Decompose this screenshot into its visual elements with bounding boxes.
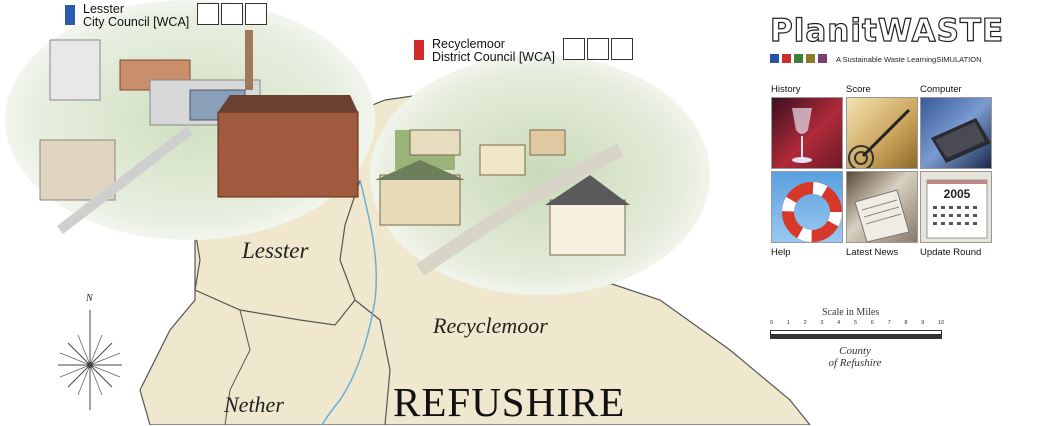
score-box	[197, 3, 220, 25]
place-recyclemoor: Recyclemoor	[433, 313, 548, 338]
council-label: Recyclemoor District Council [WCA]	[432, 38, 555, 64]
planitwaste-logo: PlanitWASTE A Sustainable Waste Learning…	[769, 13, 1005, 68]
county-caption-line1: County	[839, 345, 871, 357]
score-box	[245, 3, 268, 25]
help-label: Help	[771, 247, 791, 258]
logo-square	[782, 54, 791, 63]
council-name-line2: City Council [WCA]	[83, 15, 190, 29]
council-label: Lesster City Council [WCA]	[83, 3, 189, 29]
logo-square	[794, 54, 803, 63]
scale-tick-label: 3	[820, 320, 824, 326]
lifebuoy-icon	[782, 182, 842, 242]
score-box	[562, 38, 585, 60]
council-name-line1: Lesster	[83, 2, 124, 16]
scale-bar: 0 1 2 3 4 5 6 7 8 9 10	[770, 320, 945, 339]
logo-subtitle: A Sustainable Waste LearningSIMULATION	[836, 54, 982, 64]
council-name-line1: Recyclemoor	[432, 37, 505, 51]
scale-tick-label: 5	[854, 320, 858, 326]
scale-ticks: 0 1 2 3 4 5 6 7 8 9 10	[770, 320, 945, 328]
county-caption-line2: of Refushire	[828, 357, 882, 369]
calendar-year: 2005	[944, 187, 971, 201]
wine-glass-icon	[792, 108, 812, 163]
score-box	[586, 38, 609, 60]
logo-title: PlanitWASTE	[769, 13, 1005, 49]
county-title: REFUSHIRE	[393, 379, 626, 425]
score-label: Score	[846, 84, 871, 95]
latest-news-label: Latest News	[846, 247, 899, 258]
county-caption: County of Refushire	[800, 345, 910, 369]
calendar-icon: 2005	[926, 179, 988, 239]
council-recyclemoor: Recyclemoor District Council [WCA]	[414, 38, 635, 64]
council-score-boxes	[197, 3, 269, 25]
scale-tick-label: 8	[904, 320, 908, 326]
scale-tick-label: 1	[786, 320, 790, 326]
scale-tick-label: 7	[887, 320, 891, 326]
logo-square	[806, 54, 815, 63]
newspaper-icon	[854, 189, 910, 242]
council-lesster: Lesster City Council [WCA]	[65, 3, 269, 29]
computer-label: Computer	[920, 84, 962, 95]
scale-line	[770, 330, 942, 335]
place-lesster: Lesster	[242, 238, 309, 263]
update-round-label: Update Round	[920, 247, 982, 258]
scale-tick-label: 4	[837, 320, 841, 326]
scale-tick-label: 2	[803, 320, 807, 326]
score-box	[221, 3, 244, 25]
scale-tick-label: 6	[870, 320, 874, 326]
lesster-buildings	[39, 30, 359, 234]
dartboard-icon	[848, 108, 911, 168]
computer-button[interactable]	[920, 97, 992, 169]
history-button[interactable]	[771, 97, 843, 169]
laptop-icon	[931, 118, 991, 163]
council-color-swatch	[414, 40, 424, 60]
compass-north-label: N	[86, 293, 93, 304]
logo-square	[770, 54, 779, 63]
compass-rose	[58, 310, 122, 410]
help-button[interactable]	[771, 171, 843, 243]
update-round-button[interactable]: 2005	[920, 171, 992, 243]
council-name-line2: District Council [WCA]	[432, 50, 555, 64]
score-button[interactable]	[846, 97, 918, 169]
council-color-swatch	[65, 5, 75, 25]
river	[321, 179, 378, 425]
scale-tick-label: 9	[921, 320, 925, 326]
scale-title: Scale in Miles	[822, 307, 880, 318]
logo-square	[818, 54, 827, 63]
history-label: History	[771, 84, 801, 95]
scale-tick-label: 0	[770, 320, 774, 326]
logo-color-squares	[770, 50, 830, 68]
council-score-boxes	[562, 38, 635, 60]
latest-news-button[interactable]	[846, 171, 918, 243]
recyclemoor-buildings	[375, 129, 630, 276]
place-nether: Nether	[224, 392, 284, 417]
scale-tick-label: 10	[938, 320, 945, 326]
scale-line-fill	[770, 335, 942, 339]
score-box	[610, 38, 633, 60]
